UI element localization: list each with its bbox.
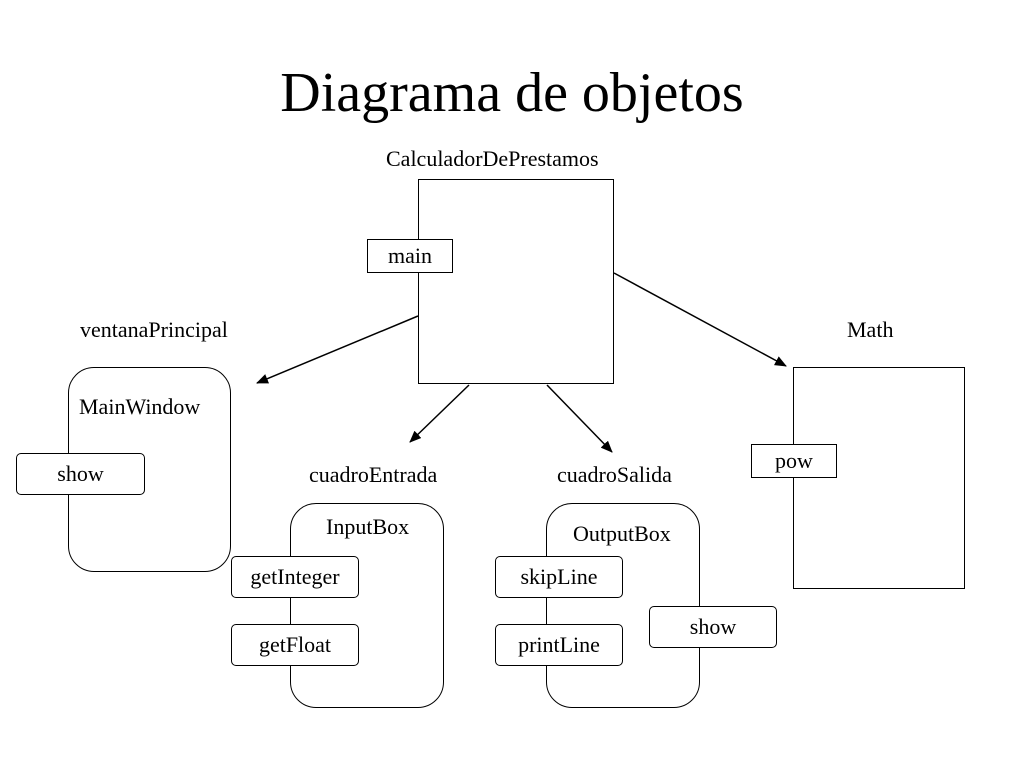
calculador-object-name: CalculadorDePrestamos [386,146,599,171]
salida-object-name: cuadroSalida [557,462,672,487]
mainwindow-method-show: show [16,453,145,495]
outputbox-class-name: OutputBox [573,521,671,546]
entrada-object-name: cuadroEntrada [309,462,438,487]
inputbox-object-box [290,503,444,708]
arrow-to-cuadroentrada [409,384,470,443]
inputbox-method-getfloat: getFloat [231,624,359,666]
outputbox-method-show: show [649,606,777,648]
outputbox-method-printline: printLine [495,624,623,666]
calculador-object-box [418,179,614,384]
arrow-to-cuadrosalida [546,384,613,453]
ventana-object-name: ventanaPrincipal [80,317,228,342]
math-object-box [793,367,965,589]
math-object-name: Math [847,317,894,342]
math-method-pow: pow [751,444,837,478]
outputbox-method-skipline: skipLine [495,556,623,598]
inputbox-method-getinteger: getInteger [231,556,359,598]
arrow-to-math [613,272,787,367]
arrow-to-ventanaprincipal [256,315,419,384]
mainwindow-class-name: MainWindow [79,394,201,419]
inputbox-class-name: InputBox [326,514,410,539]
outputbox-object-box [546,503,700,708]
page-title: Diagrama de objetos [280,62,744,124]
calculador-method-main: main [367,239,453,273]
